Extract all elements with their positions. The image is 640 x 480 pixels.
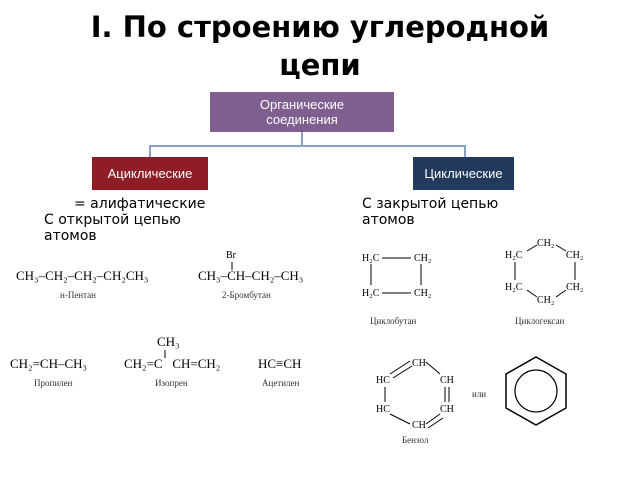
organic-compounds-line-1: Органические bbox=[259, 97, 345, 112]
isoprene-formula: CH₂=C CH=CH₂ bbox=[124, 356, 220, 371]
cyclobutane-ch2-top: CH₂ bbox=[414, 253, 431, 264]
acyclic-desc-line-3: атомов bbox=[44, 228, 97, 244]
benzene-or-label: или bbox=[472, 389, 486, 399]
acyclic-desc-line-2: С открытой цепью bbox=[44, 212, 181, 228]
connector-right-down bbox=[464, 145, 466, 157]
connector-root-down bbox=[301, 132, 303, 146]
isoprene-caption: Изопрен bbox=[155, 378, 188, 388]
cyclohexane-h2c-lower-left: H₂C bbox=[505, 282, 523, 293]
bromobutane-br: Br bbox=[226, 250, 237, 261]
connector-left-down bbox=[149, 145, 151, 157]
bromobutane-formula: CH₃–CH–CH₂–CH₃ bbox=[198, 268, 303, 283]
benzene-kekule-structure: CH HC CH HC CH CH bbox=[376, 358, 454, 431]
title-line-1: I. По строению углеродной bbox=[90, 10, 550, 44]
acyclic-description: = алифатические С открытой цепью атомов bbox=[44, 196, 205, 244]
aromatic-circle bbox=[514, 369, 558, 413]
benzene-ring-symbol bbox=[505, 356, 567, 426]
benzene-ch-bottom: CH bbox=[412, 420, 426, 431]
benzene-ch-upper-right: CH bbox=[440, 375, 454, 386]
acyclic-desc-line-1: = алифатические bbox=[74, 196, 206, 212]
cyclohexane-ch2-lower-right: CH₂ bbox=[566, 282, 583, 293]
cyclohexane-caption: Циклогексан bbox=[515, 316, 564, 326]
isoprene-ch3: CH₃ bbox=[157, 334, 180, 349]
cyclic-box: Циклические bbox=[413, 157, 514, 190]
cyclohexane-ch2-top: CH₂ bbox=[537, 238, 554, 249]
propylene-caption: Пропилен bbox=[34, 378, 73, 388]
acyclic-box: Ациклические bbox=[92, 157, 208, 190]
connector-horizontal bbox=[149, 145, 465, 147]
cyclohexane-ch2-bottom: CH₂ bbox=[537, 295, 554, 306]
cyclobutane-structure: H₂C CH₂ H₂C CH₂ bbox=[362, 253, 431, 299]
acetylene-caption: Ацетилен bbox=[262, 378, 300, 388]
benzene-ch-top: CH bbox=[412, 358, 426, 369]
cyclobutane-ch2-bottom: CH₂ bbox=[414, 288, 431, 299]
benzene-ch-lower-right: CH bbox=[440, 404, 454, 415]
acetylene-formula: HC≡CH bbox=[258, 356, 301, 371]
benzene-hc-upper-left: HC bbox=[376, 375, 390, 386]
cyclohexane-h2c-upper-left: H₂C bbox=[505, 250, 523, 261]
benzene-hc-lower-left: HC bbox=[376, 404, 390, 415]
pentane-formula: CH₃–CH₂–CH₂–CH₂CH₃ bbox=[16, 268, 148, 283]
title-line-2: цепи bbox=[279, 48, 361, 82]
organic-compounds-line-2: соединения bbox=[266, 112, 338, 127]
bromobutane-caption: 2-Бромбутан bbox=[222, 290, 271, 300]
organic-compounds-box: Органические соединения bbox=[210, 92, 394, 132]
cyclobutane-caption: Циклобутан bbox=[370, 316, 416, 326]
cyclohexane-ch2-upper-right: CH₂ bbox=[566, 250, 583, 261]
cyclobutane-h2c-top: H₂C bbox=[362, 253, 380, 264]
propylene-formula: CH₂=CH–CH₃ bbox=[10, 356, 87, 371]
benzene-caption: Бензол bbox=[402, 435, 429, 445]
cyclic-desc-line-1: С закрытой цепью bbox=[362, 196, 499, 212]
cyclobutane-h2c-bottom: H₂C bbox=[362, 288, 380, 299]
pentane-caption: н-Пентан bbox=[60, 290, 96, 300]
page-title: I. По строению углеродной цепи bbox=[0, 8, 640, 84]
cyclic-description: С закрытой цепью атомов bbox=[362, 196, 498, 228]
cyclic-desc-line-2: атомов bbox=[362, 212, 415, 228]
cyclohexane-structure: CH₂ H₂C CH₂ H₂C CH₂ CH₂ bbox=[505, 238, 583, 306]
